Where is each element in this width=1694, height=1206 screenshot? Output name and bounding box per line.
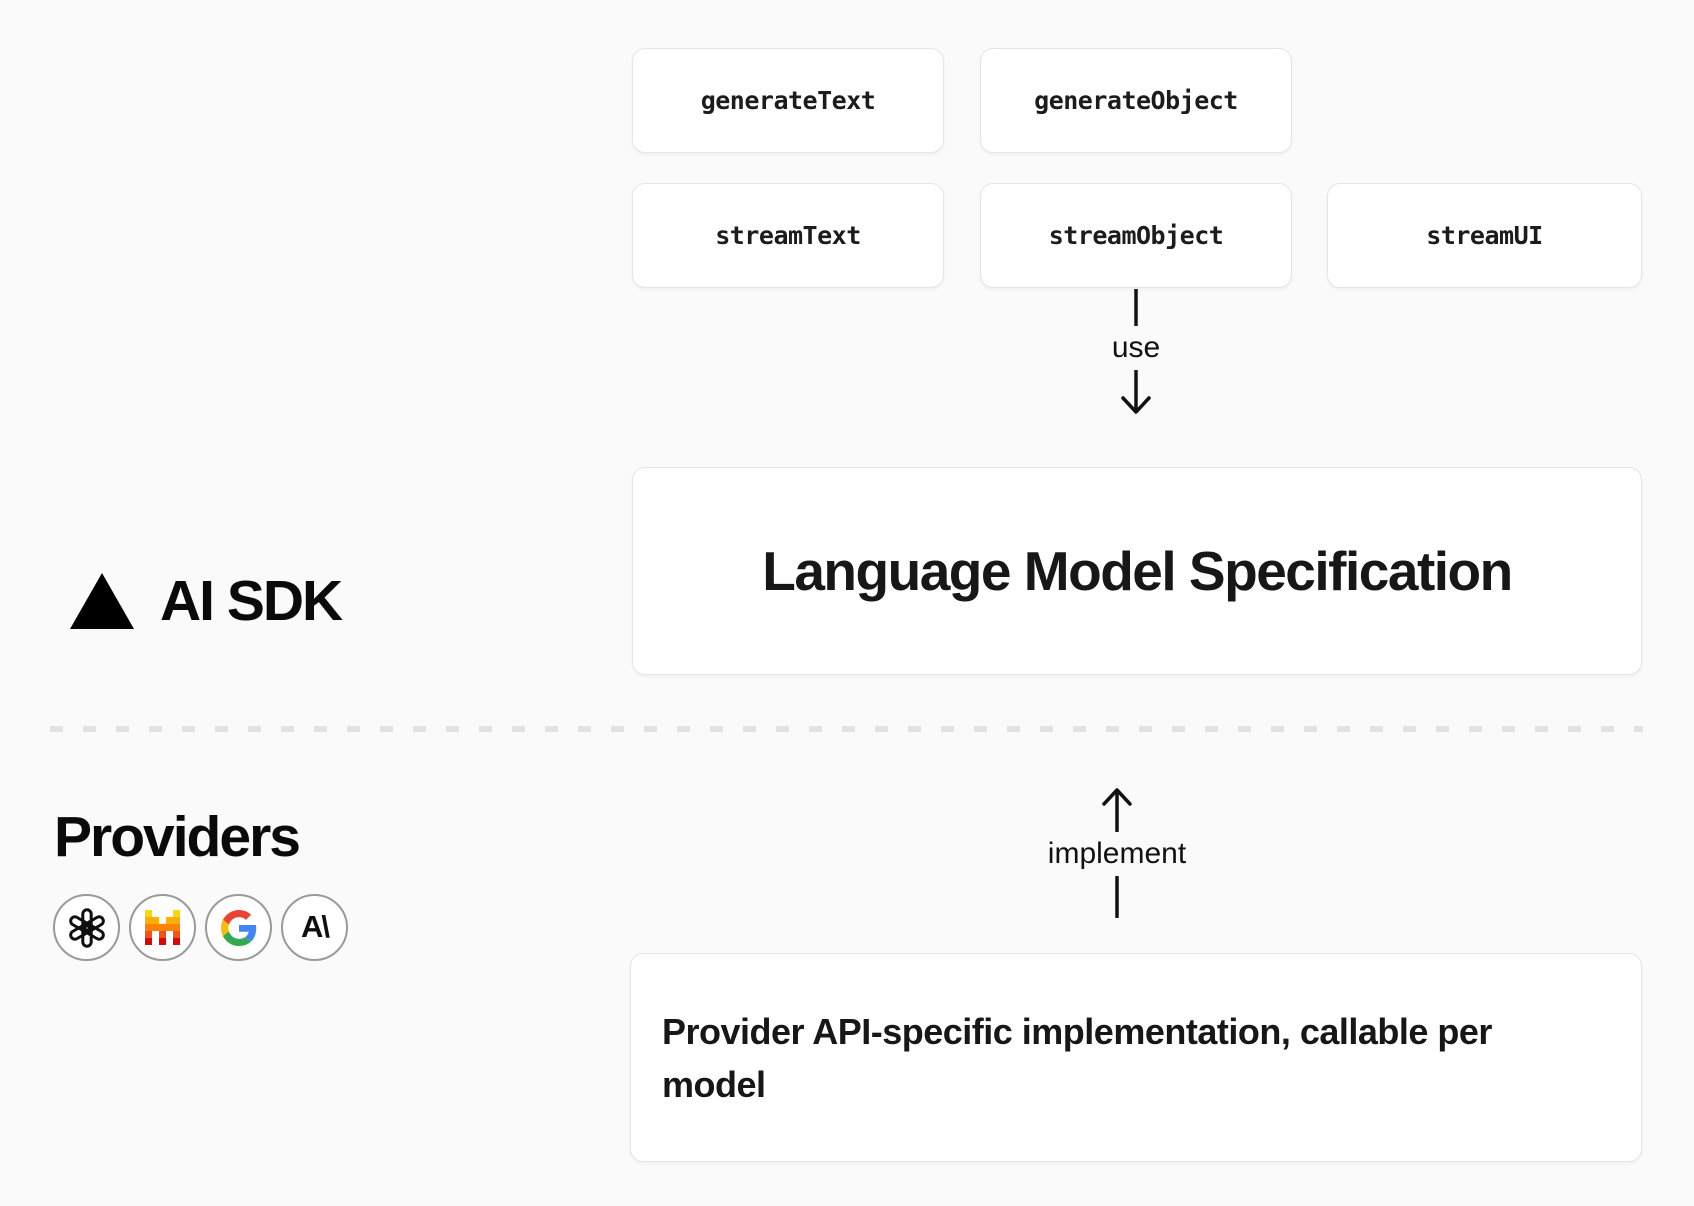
stream-object-box: streamObject [980, 183, 1292, 288]
language-model-specification-title: Language Model Specification [762, 540, 1513, 602]
provider-implementation-box: Provider API-specific implementation, ca… [630, 953, 1642, 1162]
language-model-specification-box: Language Model Specification [632, 467, 1642, 675]
implement-connector: implement [1047, 786, 1187, 918]
down-arrow-icon [1121, 370, 1151, 414]
stream-text-label: streamText [715, 221, 861, 250]
anthropic-provider-badge: A\ [281, 894, 348, 961]
stream-ui-box: streamUI [1327, 183, 1642, 288]
stream-object-label: streamObject [1048, 221, 1224, 250]
google-icon [220, 909, 256, 946]
anthropic-icon: A\ [301, 908, 330, 944]
stream-ui-label: streamUI [1426, 221, 1543, 250]
mistral-provider-badge [129, 894, 196, 961]
generate-object-box: generateObject [980, 48, 1292, 153]
providers-heading: Providers [54, 805, 301, 869]
generate-text-label: generateText [700, 86, 876, 115]
stream-text-box: streamText [632, 183, 944, 288]
generate-text-box: generateText [632, 48, 944, 153]
mistral-icon [145, 910, 180, 945]
connector-line [1134, 289, 1138, 326]
openai-icon [68, 907, 105, 948]
dashed-divider [50, 726, 1643, 732]
openai-provider-badge [53, 894, 120, 961]
use-connector: use [1066, 289, 1206, 416]
provider-implementation-text-line2: model [662, 1063, 766, 1105]
generate-object-label: generateObject [1034, 86, 1238, 115]
implement-label: implement [1047, 837, 1187, 870]
provider-icon-row: A\ [53, 894, 348, 961]
connector-line [1115, 876, 1119, 918]
google-provider-badge [205, 894, 272, 961]
up-arrow-icon [1102, 788, 1132, 832]
ai-sdk-brand: AI SDK [70, 568, 343, 634]
use-label: use [1111, 331, 1161, 364]
ai-sdk-name: AI SDK [160, 569, 343, 633]
provider-implementation-text-line1: Provider API-specific implementation, ca… [662, 1010, 1492, 1052]
vercel-triangle-icon [70, 573, 134, 629]
